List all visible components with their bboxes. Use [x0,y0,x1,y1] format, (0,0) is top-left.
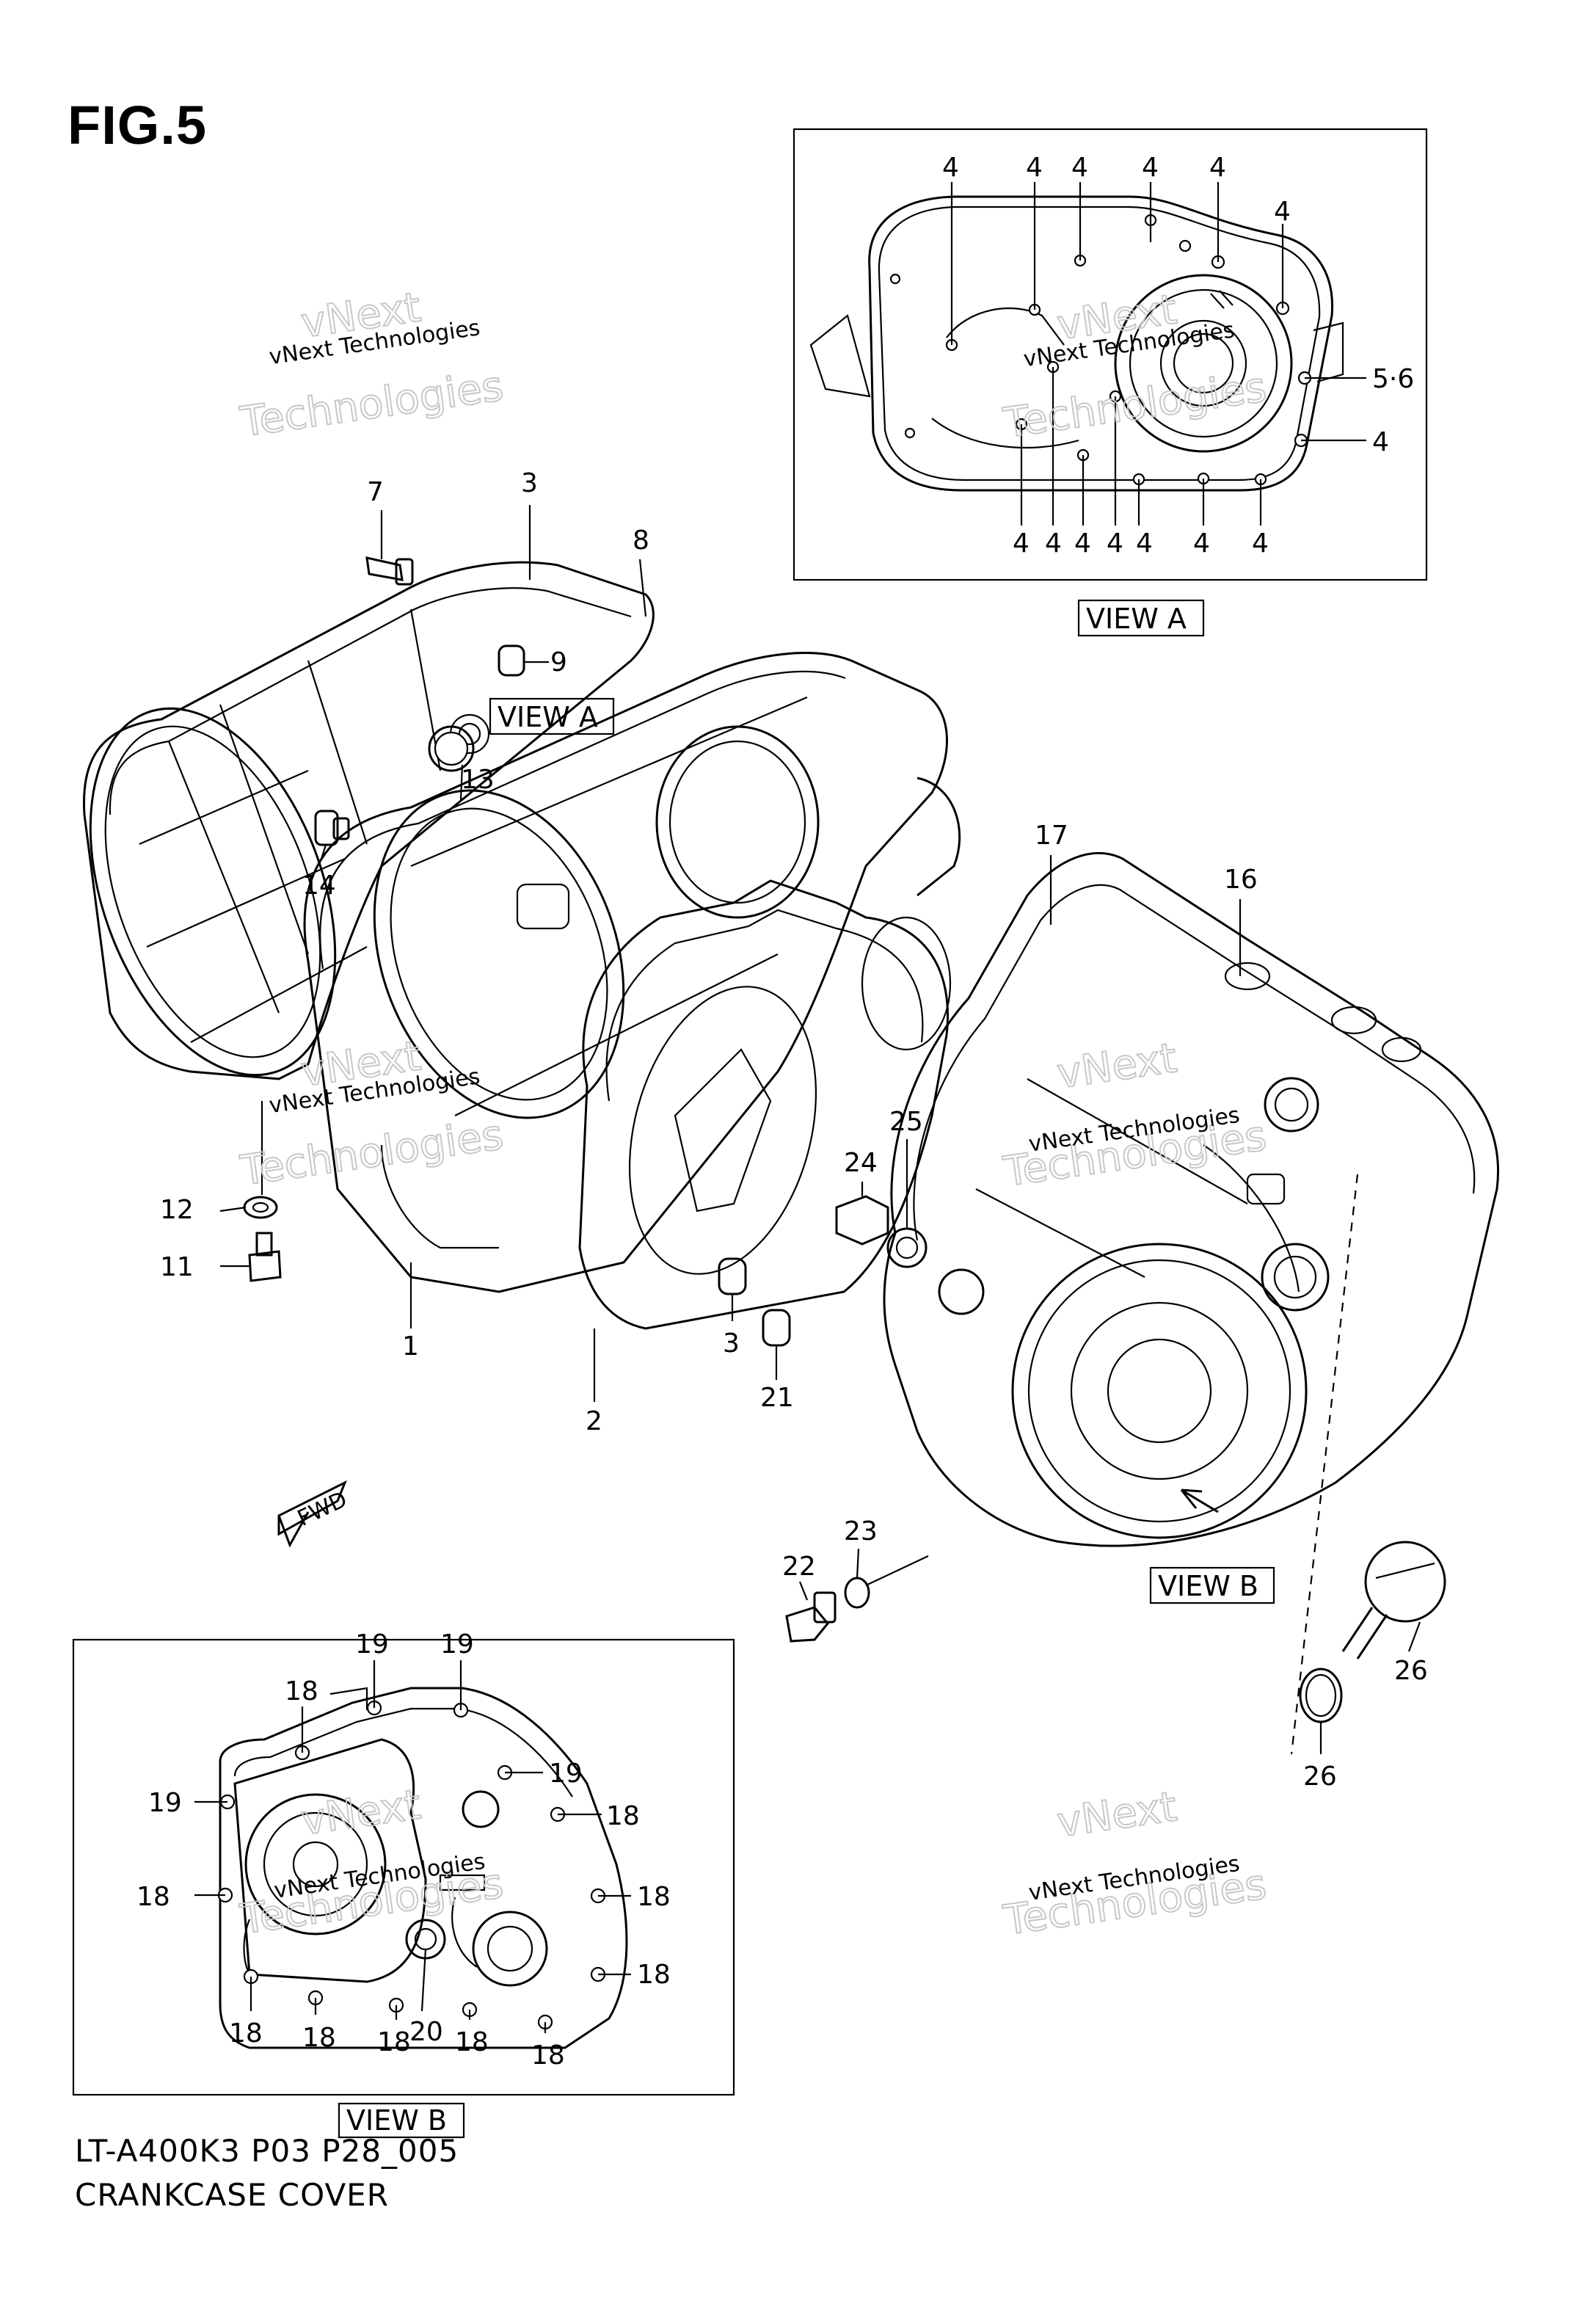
callout-22: 23 [844,1516,878,1546]
fwd-arrow: FWD [277,1480,351,1548]
callout-18: 18 [229,2018,263,2049]
callout-18: 18 [302,2023,336,2053]
callout-9: 7 [367,477,384,507]
callout-4: 4 [1274,197,1291,227]
callout-18: 18 [285,1676,318,1706]
callout-13: 13 [461,765,495,795]
callout-21: 22 [782,1552,816,1582]
view-b-leader-lines [194,1660,631,2033]
figure-name: CRANKCASE COVER [75,2177,389,2213]
svg-text:vNext: vNext [298,1781,423,1844]
svg-text:vNext: vNext [1054,1783,1180,1847]
callout-1: 1 [402,1331,419,1362]
view-a-caption: VIEW A [1077,599,1205,637]
callout-19: 19 [440,1629,474,1660]
view-a-cover-drawing [809,195,1344,492]
view-b-caption: VIEW B [338,2102,465,2139]
svg-text:VIEW B: VIEW B [346,2104,447,2137]
main-callout-labels: 7 3 8 9 13 14 12 11 1 2 3 21 17 16 24 25… [160,468,1428,1792]
callout-4: 4 [1193,528,1210,559]
callout-20: 20 [409,2017,443,2047]
main-leader-lines [219,505,1421,1754]
callout-18: 18 [637,1960,671,1990]
callout-11: 11 [160,1252,194,1282]
callout-18: 18 [455,2027,489,2057]
callout-10: 9 [550,647,567,677]
callout-4: 4 [1142,153,1159,183]
svg-text:Technologies: Technologies [237,1111,506,1196]
callout-17: 21 [760,1383,794,1413]
callout-18: 18 [377,2027,411,2057]
callout-18: 18 [637,1882,671,1912]
callout-4: 4 [1136,528,1153,559]
callout-4: 4 [1372,427,1389,457]
callout-8: 8 [633,526,649,556]
fig-title: FIG.5 [68,95,208,156]
callout-14: 14 [302,870,336,901]
callout-19: 19 [148,1788,182,1818]
callout-4: 4 [942,153,959,183]
svg-text:VIEW B: VIEW B [1158,1570,1258,1602]
crankcase-part-1 [303,652,961,1293]
callout-19: 19 [355,1629,389,1660]
callout-3: 3 [723,1328,740,1359]
svg-text:Technologies: Technologies [237,363,506,447]
view-a-inset-frame [792,128,1428,581]
callout-4: 4 [1252,528,1269,559]
callout-18: 18 [606,1801,640,1831]
callout-26: 26 [1303,1762,1337,1792]
callout-4: 4 [1026,153,1043,183]
svg-text:VIEW A: VIEW A [1086,603,1187,635]
callout-23: 24 [844,1148,878,1178]
svg-text:vNext: vNext [1054,1034,1180,1098]
generator-cover-part-16 [883,851,1499,1547]
callout-16: 17 [1035,821,1068,851]
callout-25: 26 [1394,1656,1428,1686]
callout-15: 16 [1224,865,1258,895]
view-b-callout-labels: 18 19 19 19 19 18 18 18 18 18 18 18 20 1… [136,1629,671,2071]
view-a-callout-labels: 4 4 4 4 4 4 5·6 4 4 4 4 4 4 4 4 [942,153,1414,559]
callout-4: 4 [1209,153,1226,183]
callout-4: 4 [1071,153,1088,183]
callout-4: 4 [1074,528,1091,559]
callout-18: 18 [531,2040,565,2071]
callout-5-6: 5·6 [1372,364,1414,394]
view-a-leader-lines [950,182,1366,526]
callout-24: 25 [889,1107,923,1137]
callout-4: 4 [1013,528,1030,559]
callout-7: 3 [521,468,538,498]
callout-4: 4 [1045,528,1062,559]
callout-4: 4 [1107,528,1123,559]
callout-19: 19 [549,1759,583,1789]
callout-18: 18 [136,1882,170,1912]
svg-text:Technologies: Technologies [1001,363,1269,448]
callout-2: 2 [586,1406,602,1436]
main-view-labels: VIEW A VIEW B [489,697,1275,1604]
crankcase-gasket-part-2 [578,879,952,1330]
callout-12: 12 [160,1195,194,1225]
view-b-cover-drawing [219,1687,628,2049]
view-b-bolt-holes [217,1700,606,2030]
view-b-inset-frame [72,1638,735,2096]
model-code: LT-A400K3 P03 P28_005 [75,2133,459,2169]
svg-text:VIEW A: VIEW A [498,701,598,733]
